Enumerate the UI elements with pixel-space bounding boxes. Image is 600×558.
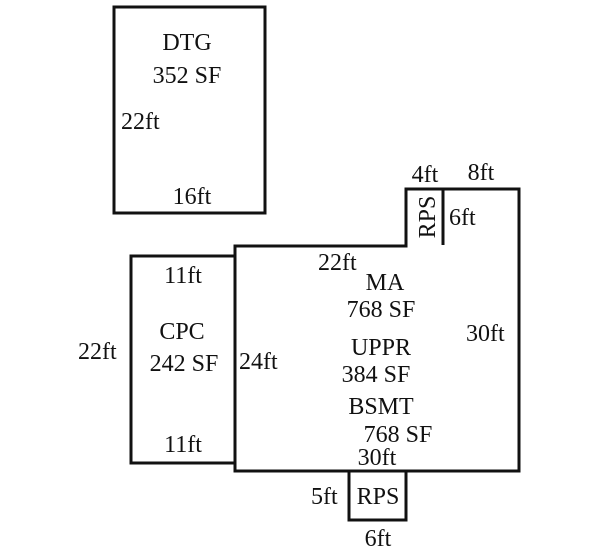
main-bottom-dim: 30ft <box>358 445 397 471</box>
ma-name: MA <box>366 270 405 296</box>
rps-bottom-width-dim: 6ft <box>365 526 392 552</box>
dtg-outline <box>112 5 267 215</box>
rps-bottom-name: RPS <box>357 484 400 510</box>
cpc-name: CPC <box>159 319 204 345</box>
dtg-area: 352 SF <box>153 63 222 89</box>
main-top-dim: 22ft <box>318 250 357 276</box>
rps-bottom-outline <box>347 469 408 522</box>
uppr-area: 384 SF <box>342 362 411 388</box>
rps-bottom-depth-dim: 5ft <box>311 484 338 510</box>
main-left-dim: 24ft <box>239 349 278 375</box>
cpc-area: 242 SF <box>150 351 219 377</box>
rps-top-outline <box>406 187 445 245</box>
cpc-bottom-dim: 11ft <box>164 432 202 458</box>
main-top-right-dim: 8ft <box>468 160 495 186</box>
main-right-dim: 30ft <box>466 321 505 347</box>
rps-top-width-dim: 4ft <box>412 162 439 188</box>
uppr-name: UPPR <box>351 335 411 361</box>
dtg-side-dim: 22ft <box>121 109 160 135</box>
cpc-left-dim: 22ft <box>78 339 117 365</box>
cpc-top-dim: 11ft <box>164 263 202 289</box>
main-outline <box>233 187 521 473</box>
ma-area: 768 SF <box>347 297 416 323</box>
rps-top-name: RPS <box>415 196 441 239</box>
dtg-bottom-dim: 16ft <box>173 184 212 210</box>
bsmt-area: 768 SF <box>364 422 433 448</box>
rps-top-depth-dim: 6ft <box>449 205 476 231</box>
bsmt-name: BSMT <box>348 394 414 420</box>
dtg-name: DTG <box>162 30 211 56</box>
